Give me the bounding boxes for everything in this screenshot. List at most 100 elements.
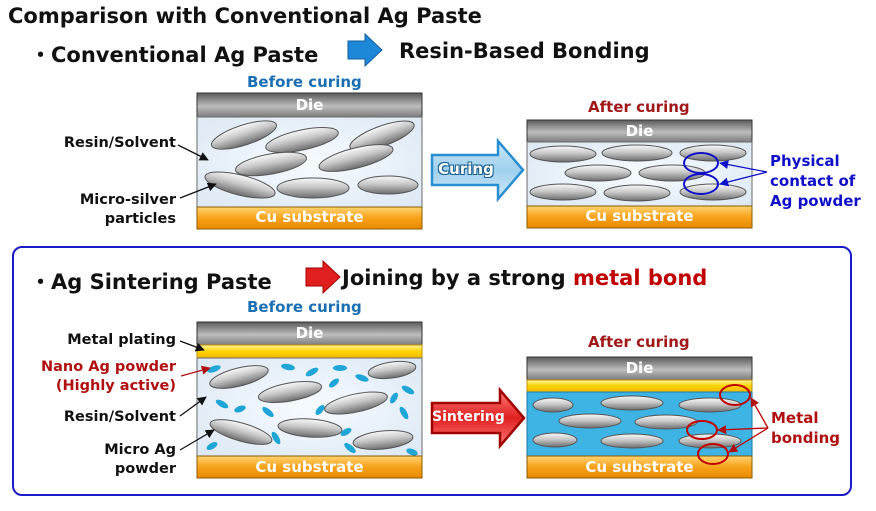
silver-flake	[564, 164, 632, 182]
callout-line: Ag powder	[770, 192, 861, 210]
callout-line: bonding	[771, 429, 841, 447]
section1-left-text: Conventional Ag Paste	[51, 43, 319, 67]
leader-nano-ag	[180, 365, 211, 377]
bond-highlight-circle	[686, 420, 718, 440]
section2-title-arrow	[305, 259, 341, 295]
silver-flake	[318, 144, 394, 172]
section1-heading: ・Conventional Ag Paste	[30, 39, 318, 69]
callout-physical-contact: Physical contact of Ag powder	[770, 151, 861, 211]
silver-flake	[532, 432, 578, 448]
section2-right-text: Joining by a strong metal bond	[342, 266, 707, 290]
nano-ag-particle	[271, 431, 281, 445]
label-metal-plating: Metal plating	[67, 332, 176, 348]
silver-flake	[257, 381, 323, 403]
silver-flake	[352, 430, 414, 450]
substrate-label: Cu substrate	[255, 458, 364, 476]
page-title: Comparison with Conventional Ag Paste	[8, 4, 482, 28]
silver-flake	[265, 127, 339, 153]
silver-flake	[367, 360, 417, 380]
die-label: Die	[625, 359, 654, 377]
silver-flake	[601, 144, 673, 162]
silver-flake	[235, 151, 307, 177]
label-micro-silver: Micro-silver	[79, 192, 176, 208]
after-curing-label: After curing	[588, 98, 690, 116]
leader-physical-contact	[719, 160, 768, 173]
nano-ag-particle	[281, 363, 295, 371]
substrate-layer	[526, 205, 753, 229]
nano-ag-particle	[234, 405, 246, 413]
nano-ag-particle	[390, 392, 398, 404]
section1-right-text: Resin-Based Bonding	[399, 39, 650, 63]
die-label: Die	[625, 122, 654, 140]
sintering-section-frame	[12, 246, 852, 496]
silver-flake	[324, 391, 388, 415]
nano-ag-particle	[344, 442, 356, 454]
section2-left-text: Ag Sintering Paste	[51, 270, 272, 294]
nano-ag-particle	[215, 399, 229, 409]
die-label: Die	[295, 324, 324, 342]
silver-flake	[679, 144, 747, 162]
leader-metal-bonding	[728, 427, 769, 453]
curing-arrow	[430, 137, 525, 203]
silver-flake	[276, 177, 350, 199]
label-nano-ag-powder: Nano Ag powder	[40, 359, 176, 375]
leader-metal-bonding	[717, 425, 769, 435]
nano-ag-particle	[399, 406, 409, 420]
silver-flake	[600, 395, 664, 411]
silver-flake	[211, 120, 277, 150]
section2-right-text-a: Joining by a strong	[342, 266, 574, 290]
section1-title-arrow	[347, 32, 383, 68]
sintering-arrow-label: Sintering	[432, 409, 505, 425]
leader-metal-bonding	[750, 397, 769, 429]
section1-after-stack	[526, 119, 753, 229]
section1-before-stack	[196, 92, 423, 230]
leader-micro-silver	[179, 182, 217, 199]
nano-ag-particle	[340, 428, 352, 436]
silver-flake	[357, 175, 419, 195]
die-label: Die	[295, 96, 324, 114]
nano-ag-particle	[406, 448, 418, 456]
after-curing-label: After curing	[588, 333, 690, 351]
nano-ag-particle	[333, 365, 347, 371]
bullet: ・	[30, 270, 51, 294]
silver-flake	[209, 365, 269, 389]
silver-flake	[204, 171, 276, 199]
nano-ag-particle	[315, 405, 325, 415]
section2-right-text-b: metal bond	[573, 266, 708, 290]
before-curing-label: Before curing	[247, 73, 362, 91]
silver-flake	[600, 433, 664, 449]
curing-arrow-label: Curing	[438, 160, 494, 178]
substrate-label: Cu substrate	[585, 458, 694, 476]
leader-resin	[179, 396, 207, 417]
leader-micro-ag	[179, 429, 215, 451]
substrate-label: Cu substrate	[255, 208, 364, 226]
leader-metal-plating	[179, 340, 205, 352]
substrate-label: Cu substrate	[585, 207, 694, 225]
bullet: ・	[30, 43, 51, 67]
bond-highlight-circle	[697, 443, 729, 465]
callout-metal-bonding: Metal bonding	[771, 408, 840, 448]
section2-before-stack	[196, 321, 423, 479]
substrate-layer	[526, 455, 753, 479]
nano-ag-particle	[305, 367, 319, 377]
label-powder: powder	[114, 461, 176, 477]
callout-line: Metal	[771, 409, 819, 427]
substrate-layer	[196, 455, 423, 479]
leader-resin	[177, 144, 209, 161]
label-resin-solvent: Resin/Solvent	[63, 135, 176, 151]
section2-heading: ・Ag Sintering Paste	[30, 266, 272, 296]
silver-flake	[558, 413, 622, 429]
nano-ag-particle	[206, 442, 218, 450]
label-resin-solvent: Resin/Solvent	[63, 409, 176, 425]
label-micro-ag: Micro Ag	[104, 442, 176, 458]
nano-ag-particle	[355, 374, 369, 382]
callout-line: contact of	[770, 172, 856, 190]
label-particles: particles	[104, 211, 176, 227]
silver-flake	[532, 397, 574, 413]
silver-flake	[529, 183, 597, 201]
silver-flake	[277, 418, 343, 438]
callout-line: Physical	[770, 152, 840, 170]
nano-ag-particle	[401, 385, 415, 395]
bond-highlight-circle	[719, 384, 751, 406]
